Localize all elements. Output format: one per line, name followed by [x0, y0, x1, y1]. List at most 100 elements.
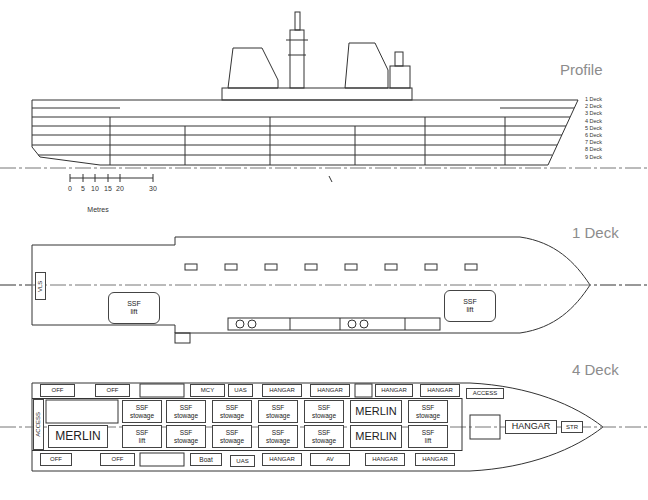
deck-window [305, 264, 317, 270]
bulkhead-line [110, 117, 111, 165]
compartment-name: HANGAR [512, 422, 551, 432]
compartment-name: UAS [236, 458, 248, 465]
compartment-box: HANGAR [375, 384, 413, 397]
compartment-box: ACCESS [466, 388, 504, 399]
deck-label: 3 Deck [585, 111, 602, 117]
compartment-name: MERLIN [355, 430, 397, 442]
deck-line [500, 108, 574, 109]
scale-number: 30 [149, 185, 157, 192]
compartment-name: OFF [112, 456, 124, 463]
compartment-box: SSF stowage [258, 425, 298, 448]
empty-compartment [470, 415, 500, 439]
compartment-box: SSF stowage [212, 425, 252, 448]
empty-compartment [355, 384, 372, 397]
compartment-box: SSF stowage [122, 400, 162, 423]
compartment-name: SSF stowage [174, 429, 198, 443]
compartment-box: SSF lift [408, 425, 448, 448]
compartment-box: HANGAR [365, 453, 405, 466]
deck-circle [248, 320, 256, 328]
view-label: 1 Deck [572, 225, 619, 240]
deck-window [265, 264, 277, 270]
compartment-box: HANGAR [505, 420, 557, 434]
forward-island [228, 48, 278, 88]
deck-line [32, 108, 120, 109]
scale-number: 15 [104, 185, 112, 192]
compartment-name: HANGAR [317, 387, 343, 394]
compartment-name: SSF stowage [220, 429, 244, 443]
scale-tick [108, 174, 109, 182]
deck-label: 5 Deck [585, 126, 602, 132]
deck-window [225, 264, 237, 270]
compartment-name: ACCESS [35, 412, 42, 437]
bulkhead-line [425, 117, 426, 165]
deck-label: 9 Deck [585, 155, 602, 161]
compartment-name: SSF stowage [174, 404, 198, 418]
superstructure-base [222, 88, 412, 100]
deck-line [32, 145, 557, 146]
empty-compartment [46, 400, 118, 423]
compartment-box: SSF stowage [408, 400, 448, 423]
compartment-box: SSF stowage [304, 425, 344, 448]
deck-window [465, 264, 477, 270]
compartment-box: MCY [190, 384, 225, 397]
compartment-name: SSF stowage [312, 429, 336, 443]
compartment-name: HANGAR [427, 387, 453, 394]
scale-bar [70, 178, 153, 179]
grid-line [32, 398, 462, 399]
funnel [390, 66, 410, 88]
bulkhead-line [185, 126, 186, 165]
compartment-name: MERLIN [355, 405, 397, 417]
scale-tick [120, 174, 121, 182]
compartment-name: STR [566, 424, 578, 431]
vls-box: VLS [35, 272, 46, 300]
scale-number: 20 [116, 185, 124, 192]
compartment-box: SSF lift [122, 425, 162, 448]
deck-label: 7 Deck [585, 140, 602, 146]
deck-line [32, 126, 566, 127]
funnel-top [395, 52, 403, 66]
lift-box: SSF lift [108, 292, 160, 324]
bulkhead-line [355, 126, 356, 165]
scale-tick [95, 174, 96, 182]
compartment-box: SSF stowage [212, 400, 252, 423]
hull-profile [32, 100, 578, 165]
deck-sponson [175, 333, 190, 343]
compartment-box: OFF [40, 453, 72, 466]
compartment-box: HANGAR [262, 384, 302, 397]
compartment-name: SSF stowage [220, 404, 244, 418]
deck-window [425, 264, 437, 270]
compartment-name: HANGAR [372, 456, 398, 463]
empty-compartment [140, 453, 184, 466]
aft-island [345, 43, 388, 88]
mast-yard [286, 40, 308, 41]
compartment-name: HANGAR [269, 456, 295, 463]
deck-circle [360, 320, 368, 328]
compartment-name: Boat [199, 456, 212, 463]
view-label: Profile [560, 62, 603, 77]
compartment-box: MERLIN [350, 400, 402, 423]
deck-label: 2 Deck [585, 104, 602, 110]
compartment-box: Boat [190, 453, 222, 466]
compartment-box: HANGAR [262, 453, 302, 466]
compartment-name: MCY [201, 387, 214, 394]
compartment-box: STR [561, 421, 583, 433]
compartment-name: SSF stowage [416, 404, 440, 418]
compartment-name: SSF stowage [266, 404, 290, 418]
deck-1-plan [0, 237, 648, 343]
deck-label: 8 Deck [585, 147, 602, 153]
compartment-name: OFF [107, 387, 119, 394]
bulkhead-line [505, 117, 506, 165]
compartment-name: HANGAR [422, 456, 448, 463]
compartment-box: SSF stowage [304, 400, 344, 423]
bulkhead-line [270, 117, 271, 165]
deck-line [38, 155, 552, 156]
compartment-name: HANGAR [381, 387, 407, 394]
compartment-name: HANGAR [269, 387, 295, 394]
compartment-box: SSF stowage [166, 400, 206, 423]
compartment-box: HANGAR [415, 453, 455, 466]
compartment-box: HANGAR [420, 384, 460, 397]
profile-view [0, 12, 648, 182]
scale-number: 5 [81, 185, 85, 192]
